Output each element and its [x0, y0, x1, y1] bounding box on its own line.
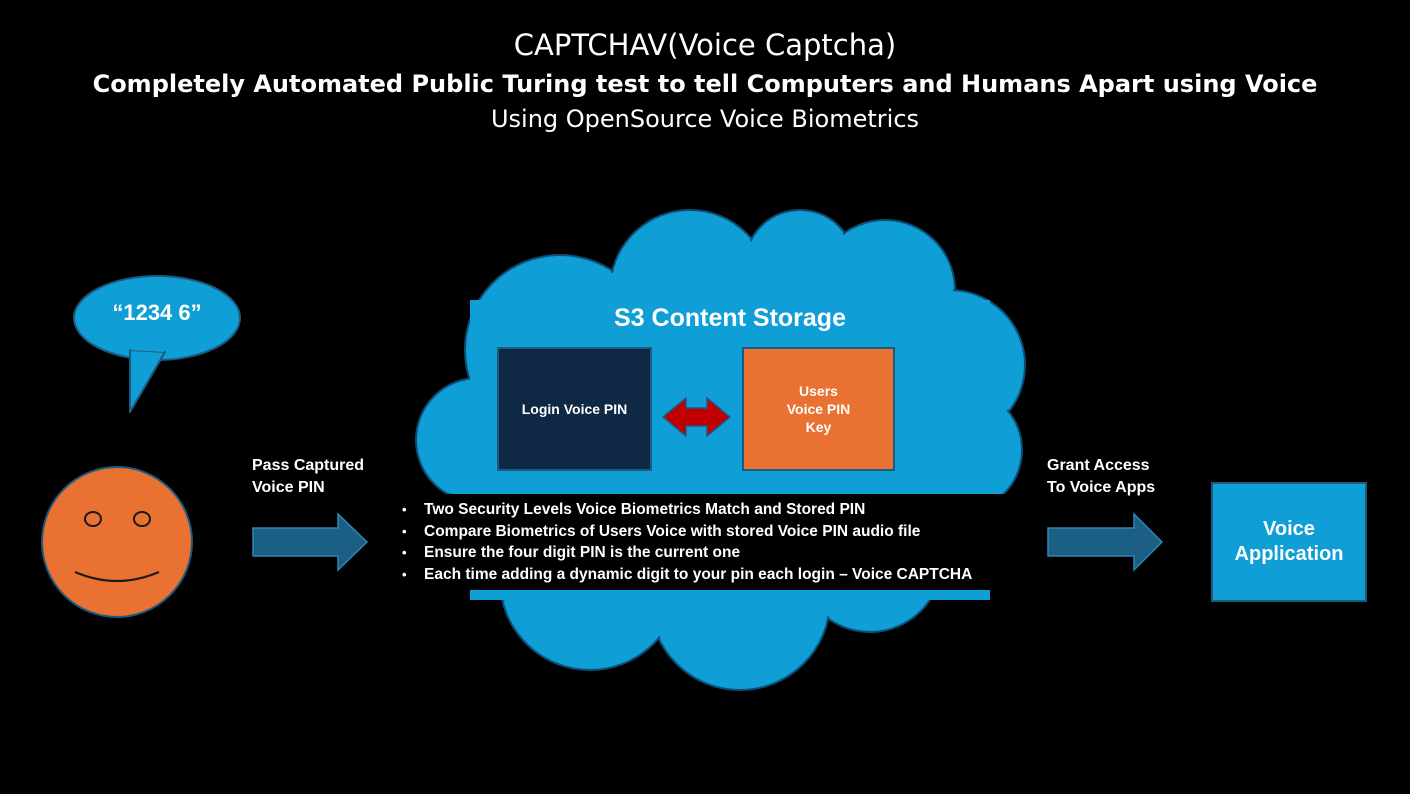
bullet-text: Two Security Levels Voice Biometrics Mat… [424, 501, 866, 518]
pass-pin-label-line1: Pass Captured [252, 457, 365, 474]
bullet-text: Ensure the four digit PIN is the current… [424, 544, 741, 561]
voice-application-box: Voice Application [1211, 482, 1367, 602]
diagram-subtitle: Completely Automated Public Turing test … [92, 70, 1318, 98]
user-face-icon [41, 466, 193, 618]
bullet-item: •Compare Biometrics of Users Voice with … [402, 522, 921, 540]
compare-double-arrow [661, 396, 732, 438]
users-box-line2: Voice PIN [786, 401, 851, 417]
users-voice-pin-key-box: Users Voice PIN Key [742, 347, 895, 471]
grant-access-arrow [1047, 512, 1164, 572]
grant-access-label-line1: Grant Access [1047, 457, 1150, 474]
speech-text: “1234 6” [112, 300, 202, 325]
users-box-line1: Users [799, 383, 838, 399]
voice-app-line1: Voice [1263, 518, 1315, 540]
diagram-title: CAPTCHAV(Voice Captcha) [513, 28, 897, 62]
cloud-title: S3 Content Storage [614, 304, 846, 332]
bullet-text: Compare Biometrics of Users Voice with s… [424, 522, 921, 540]
bullet-item: •Each time adding a dynamic digit to you… [402, 565, 973, 583]
pass-pin-label-line2: Voice PIN [252, 479, 325, 496]
voice-app-line2: Application [1234, 543, 1344, 565]
diagram-subtitle-secondary: Using OpenSource Voice Biometrics [490, 105, 920, 133]
users-box-line3: Key [805, 419, 832, 435]
security-bullet-list: •Two Security Levels Voice Biometrics Ma… [392, 494, 1024, 590]
speech-bubble [73, 275, 241, 413]
login-voice-pin-label: Login Voice PIN [521, 401, 628, 417]
login-voice-pin-box: Login Voice PIN [497, 347, 652, 471]
bullet-text: Each time adding a dynamic digit to your… [424, 565, 973, 583]
pass-pin-arrow [252, 512, 369, 572]
bullet-item: •Two Security Levels Voice Biometrics Ma… [402, 501, 866, 518]
grant-access-label-line2: To Voice Apps [1047, 479, 1156, 496]
bullet-item: •Ensure the four digit PIN is the curren… [402, 544, 741, 561]
